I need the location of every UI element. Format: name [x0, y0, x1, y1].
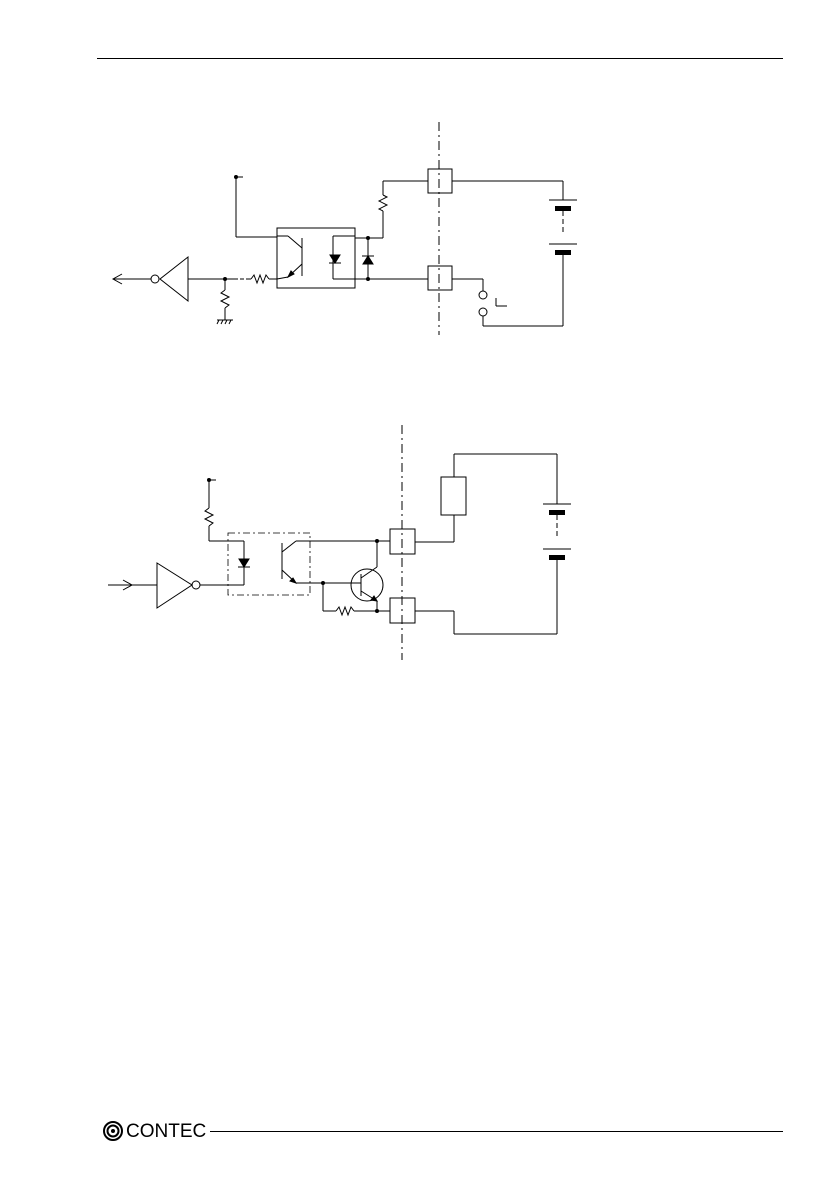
contec-logo-icon — [103, 1121, 123, 1141]
base-resistor — [336, 607, 354, 615]
inverter-bubble-2 — [192, 581, 200, 589]
load-resistor — [441, 477, 466, 515]
battery-plate-short-2 — [549, 510, 565, 515]
brand-name: CONTEC — [126, 1122, 206, 1141]
inverter-buffer-2 — [157, 563, 192, 608]
footer-rule — [210, 1131, 783, 1132]
brand-logo: CONTEC — [103, 1118, 206, 1144]
pullup-resistor-2 — [205, 508, 213, 526]
photocoupler-2 — [228, 533, 310, 595]
led-diode-icon-2 — [239, 559, 249, 567]
